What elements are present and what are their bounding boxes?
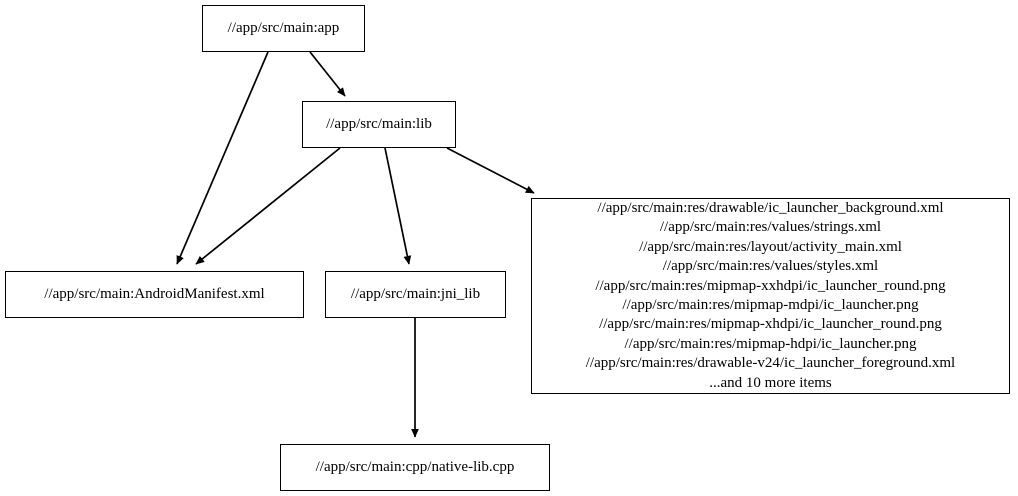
graph-node-lib-label: //app/src/main:lib (326, 116, 432, 132)
graph-node-native-lib-cpp[interactable]: //app/src/main:cpp/native-lib.cpp (280, 444, 550, 491)
graph-node-android-manifest-label: //app/src/main:AndroidManifest.xml (44, 286, 265, 302)
edge-lib-to-jni-lib (384, 147, 412, 265)
graph-node-jni-lib-label: //app/src/main:jni_lib (350, 286, 481, 302)
edge-app-to-lib (309, 51, 346, 97)
graph-node-res-group-label: //app/src/main:res/drawable/ic_launcher_… (585, 199, 956, 391)
graph-node-app[interactable]: //app/src/main:app (202, 5, 365, 52)
graph-node-jni-lib[interactable]: //app/src/main:jni_lib (325, 271, 506, 318)
edge-lib-to-res-group (446, 147, 535, 194)
graph-node-android-manifest[interactable]: //app/src/main:AndroidManifest.xml (5, 271, 304, 318)
graph-node-res-group[interactable]: //app/src/main:res/drawable/ic_launcher_… (531, 198, 1010, 394)
graph-node-lib[interactable]: //app/src/main:lib (302, 101, 456, 148)
edge-lib-to-manifest (195, 147, 341, 265)
edge-app-to-manifest (176, 51, 269, 265)
graph-node-app-label: //app/src/main:app (227, 20, 340, 36)
graph-node-native-lib-cpp-label: //app/src/main:cpp/native-lib.cpp (315, 459, 515, 475)
